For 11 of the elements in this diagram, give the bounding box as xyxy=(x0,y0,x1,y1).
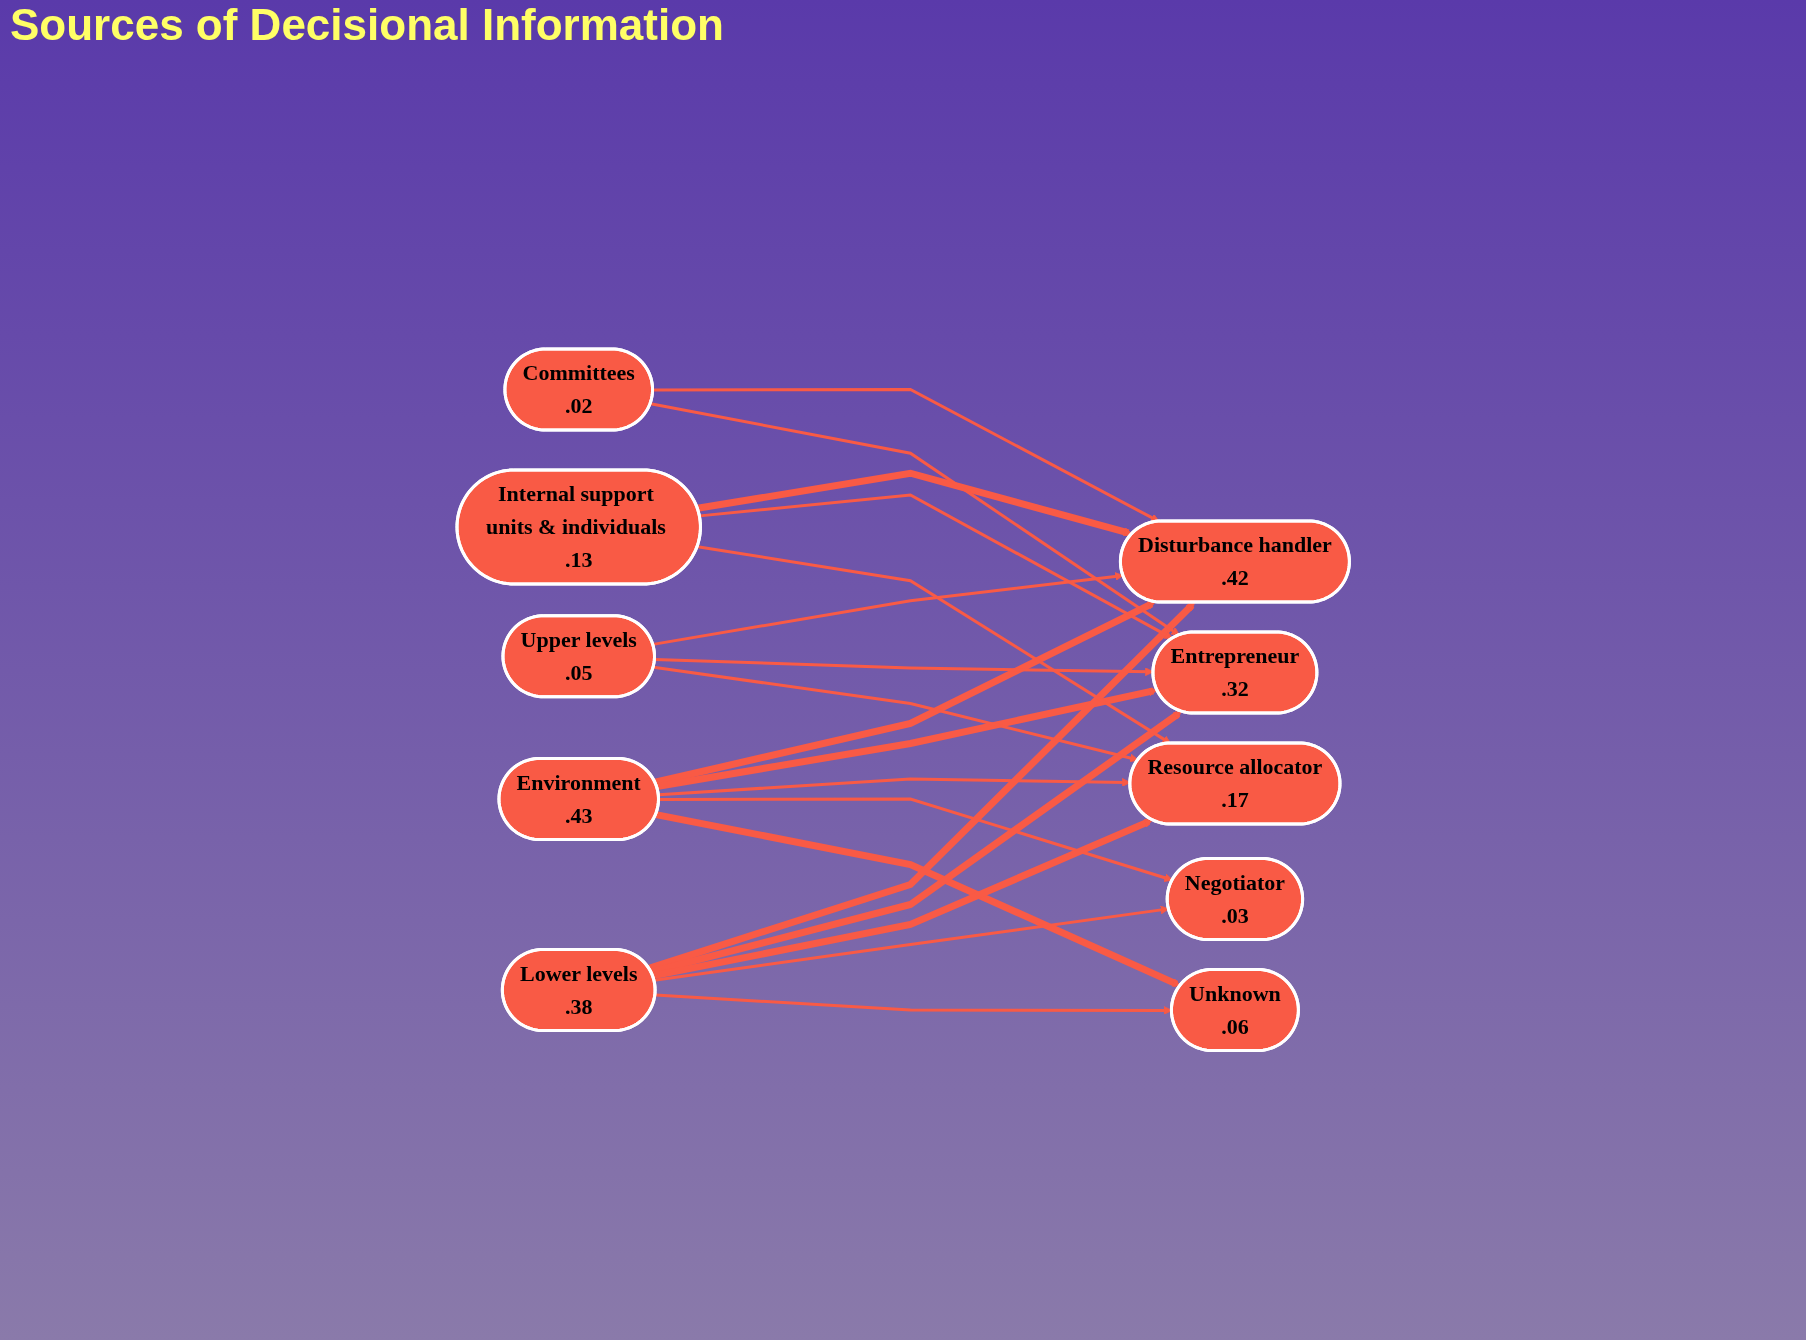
arrow xyxy=(696,469,1133,537)
arrow xyxy=(699,493,1173,640)
arrow xyxy=(697,545,1171,745)
arrow xyxy=(653,666,1139,763)
arrow xyxy=(654,600,1156,786)
arrow xyxy=(656,687,1158,791)
arrow xyxy=(658,797,1173,883)
diagram-title: Sources of Decisional Information xyxy=(10,0,724,50)
arrow xyxy=(650,402,1180,636)
arrow xyxy=(653,905,1169,982)
arrow xyxy=(652,388,1160,523)
